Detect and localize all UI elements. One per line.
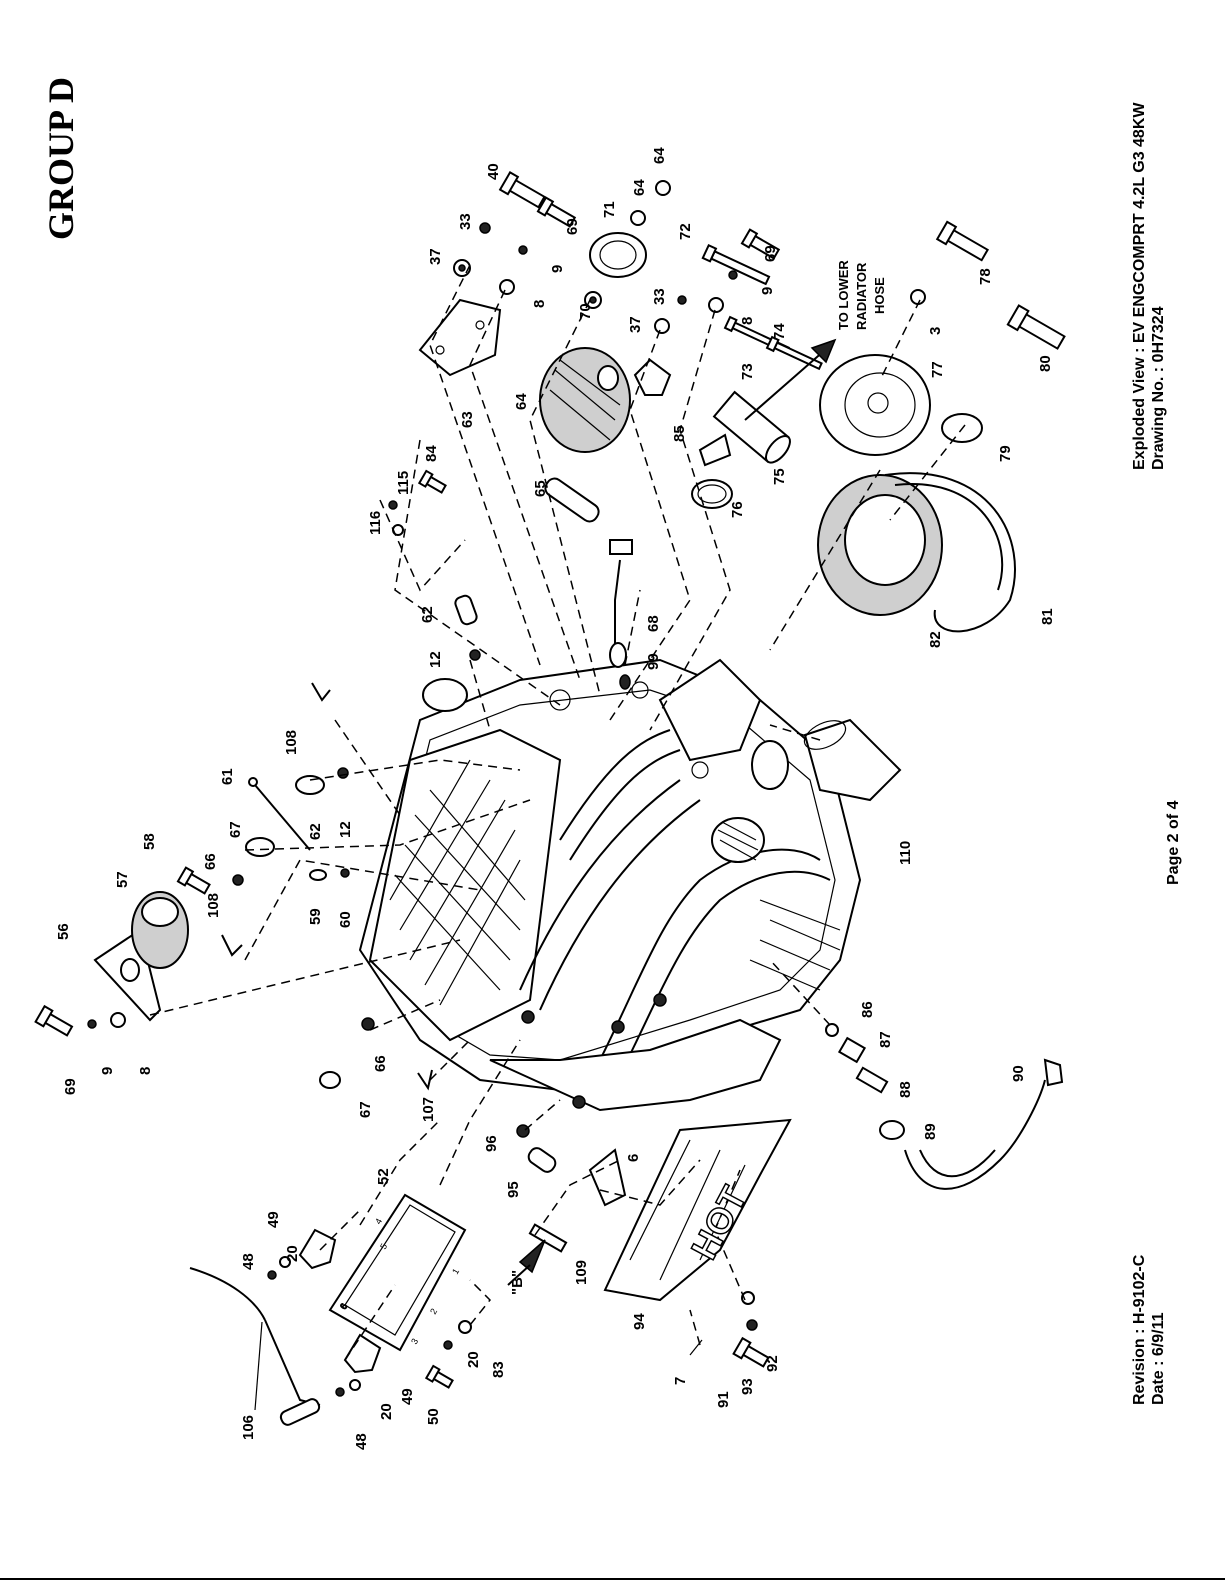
bottom-rule	[0, 1578, 1225, 1580]
callout-62-top: 62	[419, 606, 436, 623]
callout-57: 57	[114, 871, 131, 888]
callout-87: 87	[877, 1031, 894, 1048]
callout-8: 8	[531, 300, 548, 308]
callout-89: 89	[922, 1123, 939, 1140]
bracket-number-6: 6	[338, 1302, 349, 1311]
callout-65: 65	[532, 480, 549, 497]
callout-62: 62	[307, 823, 324, 840]
callout-82: 82	[927, 631, 944, 648]
callout-79: 79	[997, 445, 1014, 462]
engine-assembly	[358, 658, 862, 1112]
radiator-note-line1: TO LOWER	[836, 260, 851, 330]
callout-77: 77	[929, 361, 946, 378]
callout-56: 56	[55, 923, 72, 940]
callout-60: 60	[337, 911, 354, 928]
bracket-number-1: 1	[450, 1267, 461, 1276]
callout-7: 7	[672, 1377, 689, 1385]
callout-37: 37	[427, 248, 444, 265]
callout-66-left: 66	[372, 1055, 389, 1072]
callout-68: 68	[645, 615, 662, 632]
callout-93: 93	[739, 1378, 756, 1395]
callout-108: 108	[205, 893, 222, 918]
assembly-leader-lines	[149, 264, 966, 1361]
callout-85: 85	[671, 425, 688, 442]
callout-labels: 40 33 37 69 9 8 64 64 71 70 72 33 37 9 6…	[55, 147, 1056, 1450]
view-b-label: "B"	[509, 1270, 526, 1295]
callout-58: 58	[141, 833, 158, 850]
callout-8-left: 8	[137, 1067, 154, 1075]
callout-69-b: 69	[762, 245, 779, 262]
callout-70: 70	[577, 303, 594, 320]
callout-107: 107	[420, 1097, 437, 1122]
callout-52: 52	[375, 1168, 392, 1185]
callout-40: 40	[485, 163, 502, 180]
callout-99: 99	[645, 653, 662, 670]
callout-9: 9	[549, 265, 566, 273]
callout-88: 88	[897, 1081, 914, 1098]
callout-86: 86	[859, 1001, 876, 1018]
callout-74: 74	[771, 323, 788, 340]
callout-72: 72	[677, 223, 694, 240]
callout-115: 115	[395, 471, 412, 495]
callout-80: 80	[1037, 355, 1054, 372]
callout-116: 116	[367, 511, 384, 535]
callout-64-alt: 64	[513, 393, 530, 410]
callout-50: 50	[425, 1408, 442, 1425]
callout-75: 75	[771, 468, 788, 485]
radiator-note-line3: HOSE	[872, 277, 887, 314]
callout-9-b: 9	[759, 287, 776, 295]
callout-106: 106	[240, 1415, 257, 1440]
callout-64-b: 64	[651, 147, 668, 164]
callout-78: 78	[977, 268, 994, 285]
callout-20-b: 20	[378, 1403, 395, 1420]
callout-8-b: 8	[739, 317, 756, 325]
radiator-note-line2: RADIATOR	[854, 262, 869, 330]
callout-110: 110	[897, 841, 914, 865]
callout-33-b: 33	[651, 288, 668, 305]
callout-66: 66	[202, 853, 219, 870]
callout-69: 69	[564, 218, 581, 235]
callout-12-top: 12	[427, 651, 444, 668]
callout-12: 12	[337, 821, 354, 838]
callout-90: 90	[1010, 1065, 1027, 1082]
callout-94: 94	[631, 1313, 648, 1330]
callout-37-b: 37	[627, 316, 644, 333]
callout-48-b: 48	[353, 1433, 370, 1450]
callout-33: 33	[457, 213, 474, 230]
callout-6: 6	[625, 1154, 642, 1162]
callout-71: 71	[601, 201, 618, 218]
callout-96: 96	[483, 1135, 500, 1152]
callout-49: 49	[265, 1211, 282, 1228]
callout-67: 67	[227, 821, 244, 838]
callout-83: 83	[490, 1361, 507, 1378]
callout-67-left: 67	[357, 1101, 374, 1118]
callout-92: 92	[764, 1355, 781, 1372]
bracket-number-2: 2	[428, 1307, 439, 1316]
callout-20-c: 20	[465, 1351, 482, 1368]
callout-76: 76	[729, 501, 746, 518]
callout-48: 48	[240, 1253, 257, 1270]
bracket-number-4: 4	[373, 1217, 384, 1226]
callout-9-left: 9	[99, 1067, 116, 1075]
callout-73: 73	[739, 363, 756, 380]
callout-108-top: 108	[283, 730, 300, 755]
callout-64-a: 64	[631, 179, 648, 196]
bracket-number-5: 5	[378, 1242, 389, 1251]
callout-59: 59	[307, 908, 324, 925]
callout-81: 81	[1039, 608, 1056, 625]
callout-49-b: 49	[399, 1388, 416, 1405]
callout-69-left: 69	[62, 1078, 79, 1095]
callout-95: 95	[505, 1181, 522, 1198]
callout-84: 84	[423, 445, 440, 462]
callout-91: 91	[715, 1391, 732, 1408]
callout-63: 63	[459, 411, 476, 428]
callout-20: 20	[284, 1245, 301, 1262]
callout-61: 61	[219, 768, 236, 785]
callout-109: 109	[573, 1260, 590, 1285]
idler-and-brackets	[34, 469, 1064, 1426]
callout-3: 3	[927, 327, 944, 335]
bracket-number-3: 3	[409, 1337, 420, 1346]
